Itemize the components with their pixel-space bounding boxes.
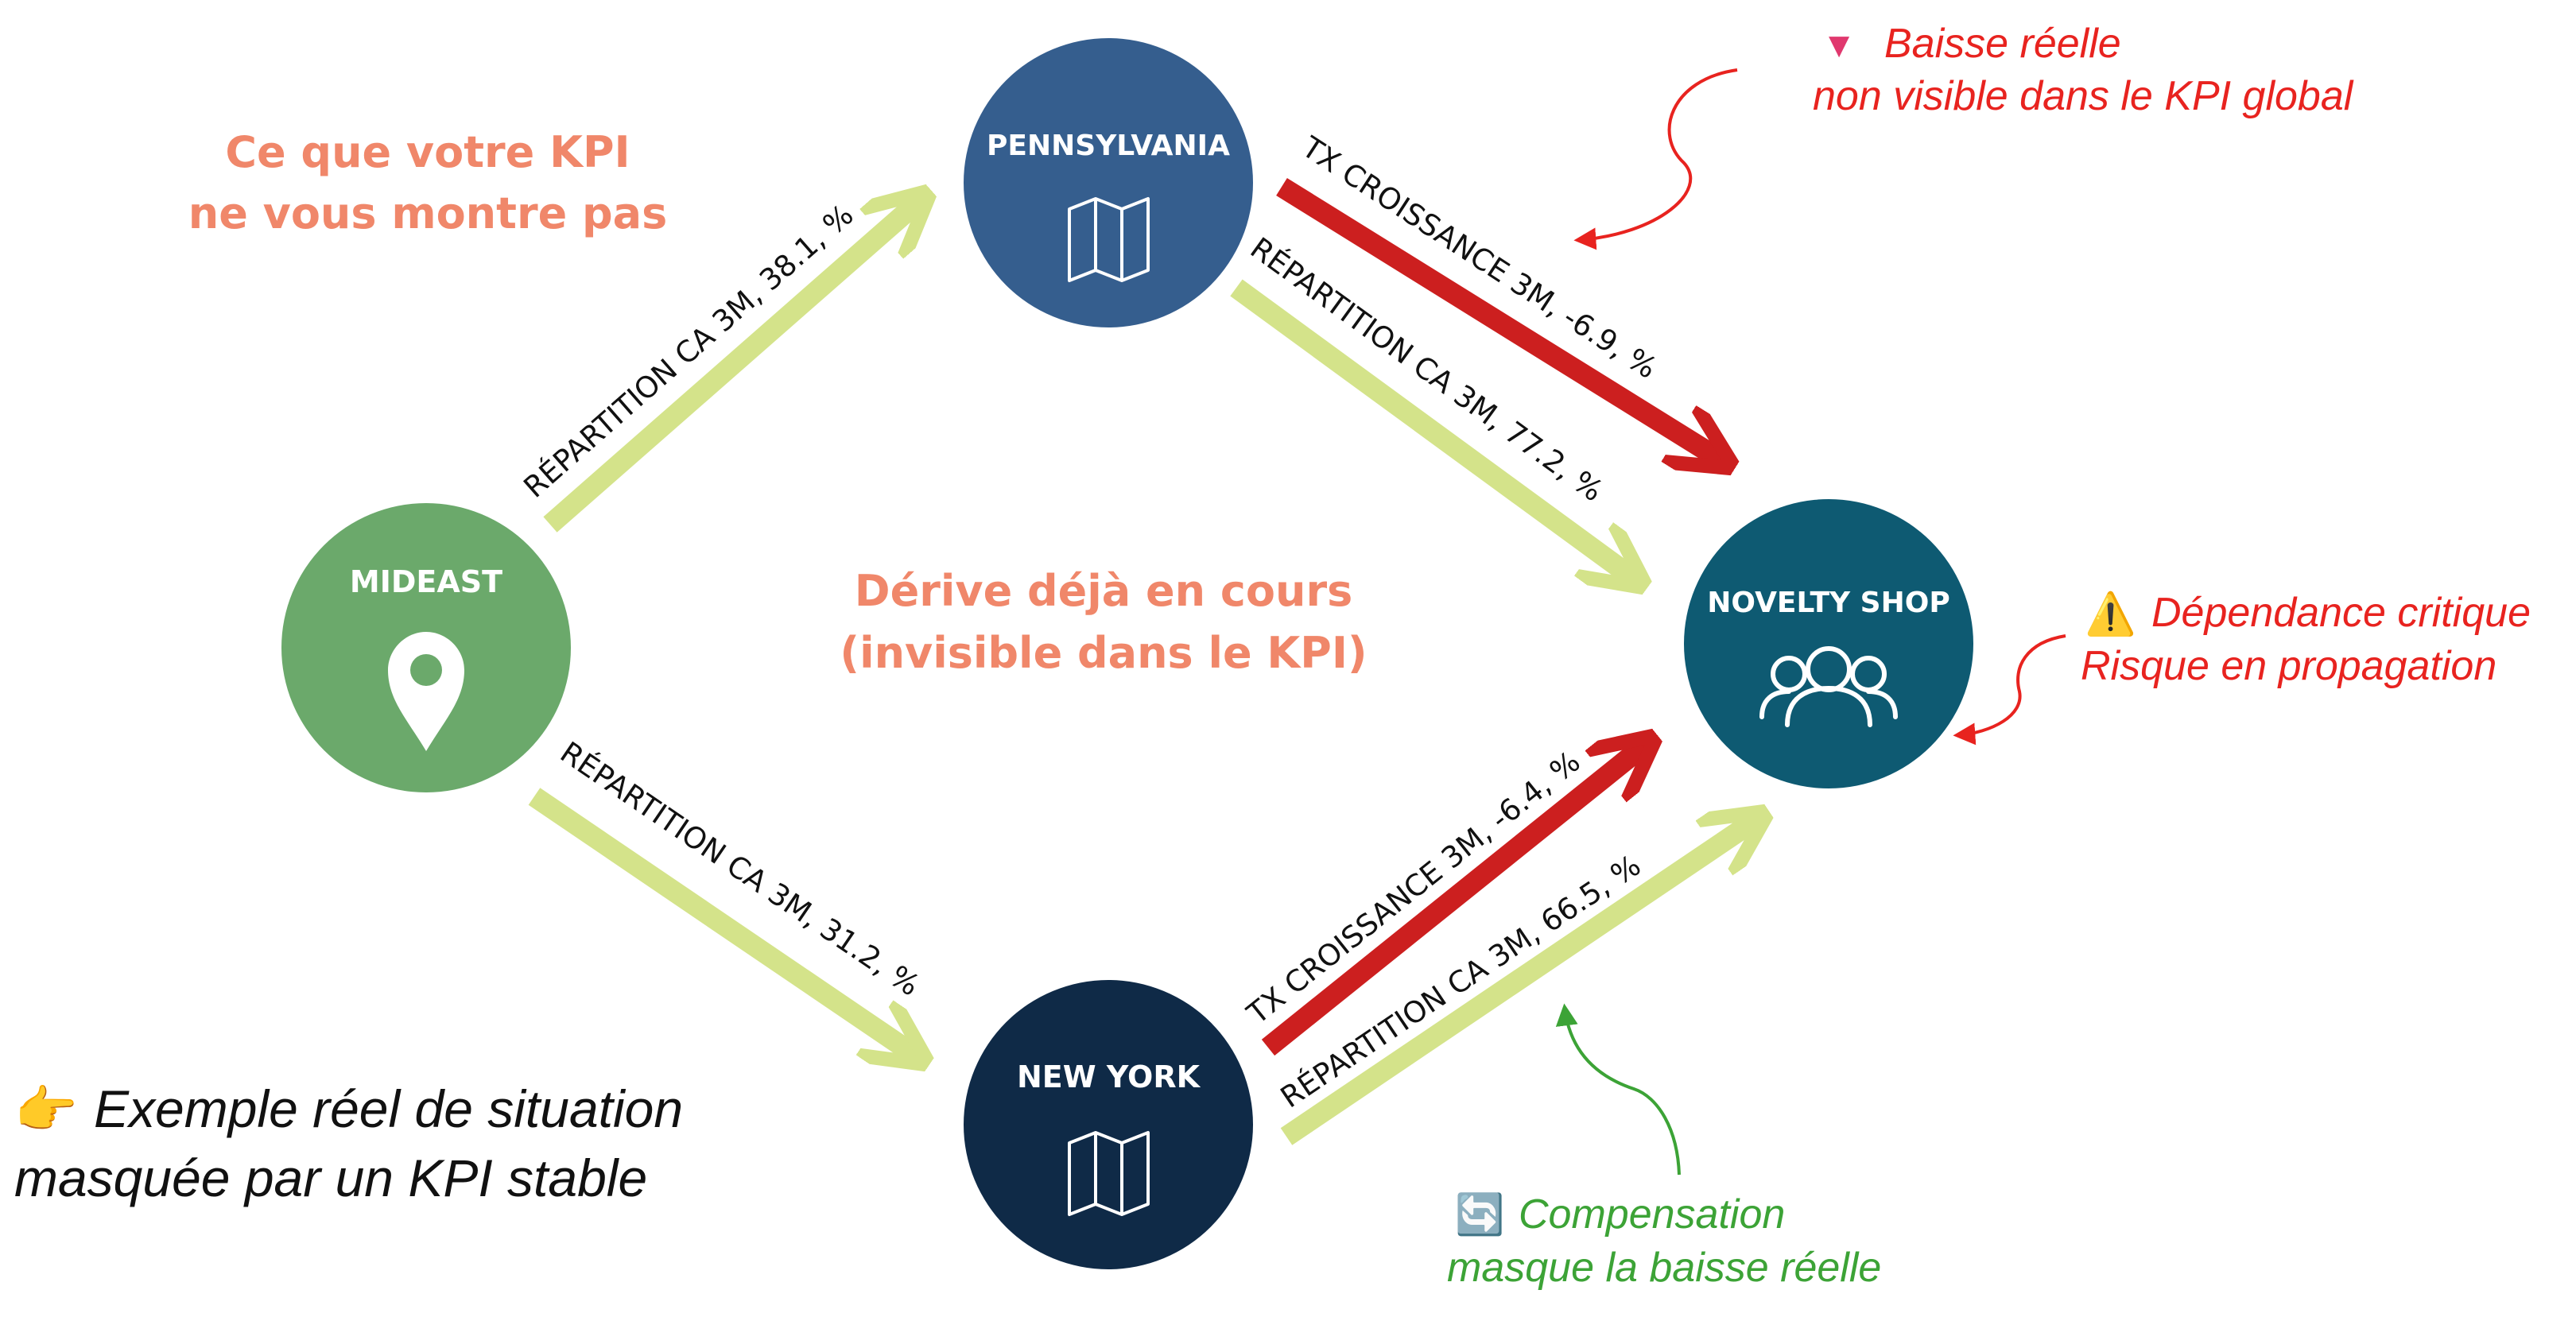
compensation-annotation-pointer xyxy=(1555,1003,1681,1176)
node-pennsylvania-circle xyxy=(964,38,1253,327)
dependency-annotation-line2: Risque en propagation xyxy=(2081,643,2496,689)
drift-headline-line2: (invisible dans le KPI) xyxy=(840,628,1367,678)
node-novelty-shop-circle xyxy=(1684,499,1973,788)
drop-marker-icon: ▼ xyxy=(1829,29,1850,61)
arrow-mideast-to-newyork xyxy=(528,788,924,1061)
label-newyork-novelty-growth: TX CROISSANCE 3M, -6.4, % xyxy=(1240,745,1587,1032)
folded-map-icon xyxy=(1068,1131,1150,1216)
dependency-annotation-line1: Dépendance critique xyxy=(2151,590,2531,636)
arrow-newyork-to-novelty-share xyxy=(1280,815,1763,1145)
warning-icon: ⚠️ xyxy=(2085,590,2136,638)
example-note-line2: masquée par un KPI stable xyxy=(14,1149,647,1207)
drop-annotation-line1: Baisse réelle xyxy=(1884,21,2121,67)
dependency-annotation-pointer xyxy=(1953,634,2066,746)
drop-annotation-line2: non visible dans le KPI global xyxy=(1813,73,2354,119)
example-note-line1: Exemple réel de situation xyxy=(94,1079,683,1138)
arrow-newyork-to-novelty-growth xyxy=(1261,739,1652,1056)
label-mideast-newyork: RÉPARTITION CA 3M, 31.2, % xyxy=(554,734,926,1003)
node-mideast-label: MIDEAST xyxy=(350,564,502,599)
folded-map-icon xyxy=(1068,197,1150,282)
node-mideast[interactable]: MIDEAST xyxy=(281,503,571,792)
kpi-headline-line2: ne vous montre pas xyxy=(188,188,667,238)
pointing-hand-icon: 👉 xyxy=(14,1081,78,1140)
arrow-mideast-to-pennsylvania xyxy=(543,195,926,533)
label-pennsylvania-novelty-growth: TX CROISSANCE 3M, -6.9, % xyxy=(1295,130,1662,385)
arrow-pennsylvania-to-novelty-growth xyxy=(1276,177,1729,465)
arrow-pennsylvania-to-novelty-share xyxy=(1230,279,1642,584)
refresh-icon: 🔄 xyxy=(1455,1191,1504,1238)
kpi-headline-line1: Ce que votre KPI xyxy=(225,127,630,177)
drift-headline-line1: Dérive déjà en cours xyxy=(855,566,1352,616)
drop-annotation-pointer xyxy=(1573,68,1738,250)
node-new-york-circle xyxy=(964,980,1253,1269)
node-novelty-shop[interactable]: NOVELTY SHOP xyxy=(1684,499,1973,788)
people-group-icon xyxy=(1759,646,1898,727)
node-pennsylvania-label: PENNSYLVANIA xyxy=(987,130,1230,162)
node-new-york-label: NEW YORK xyxy=(1017,1059,1201,1094)
node-pennsylvania[interactable]: PENNSYLVANIA xyxy=(964,38,1253,327)
compensation-annotation-line1: Compensation xyxy=(1519,1191,1785,1238)
compensation-annotation-line2: masque la baisse réelle xyxy=(1447,1245,1881,1291)
map-pin-icon xyxy=(388,632,464,751)
node-new-york[interactable]: NEW YORK xyxy=(964,980,1253,1269)
node-novelty-shop-label: NOVELTY SHOP xyxy=(1707,587,1949,619)
label-mideast-pennsylvania: RÉPARTITION CA 3M, 38.1, % xyxy=(517,197,860,505)
